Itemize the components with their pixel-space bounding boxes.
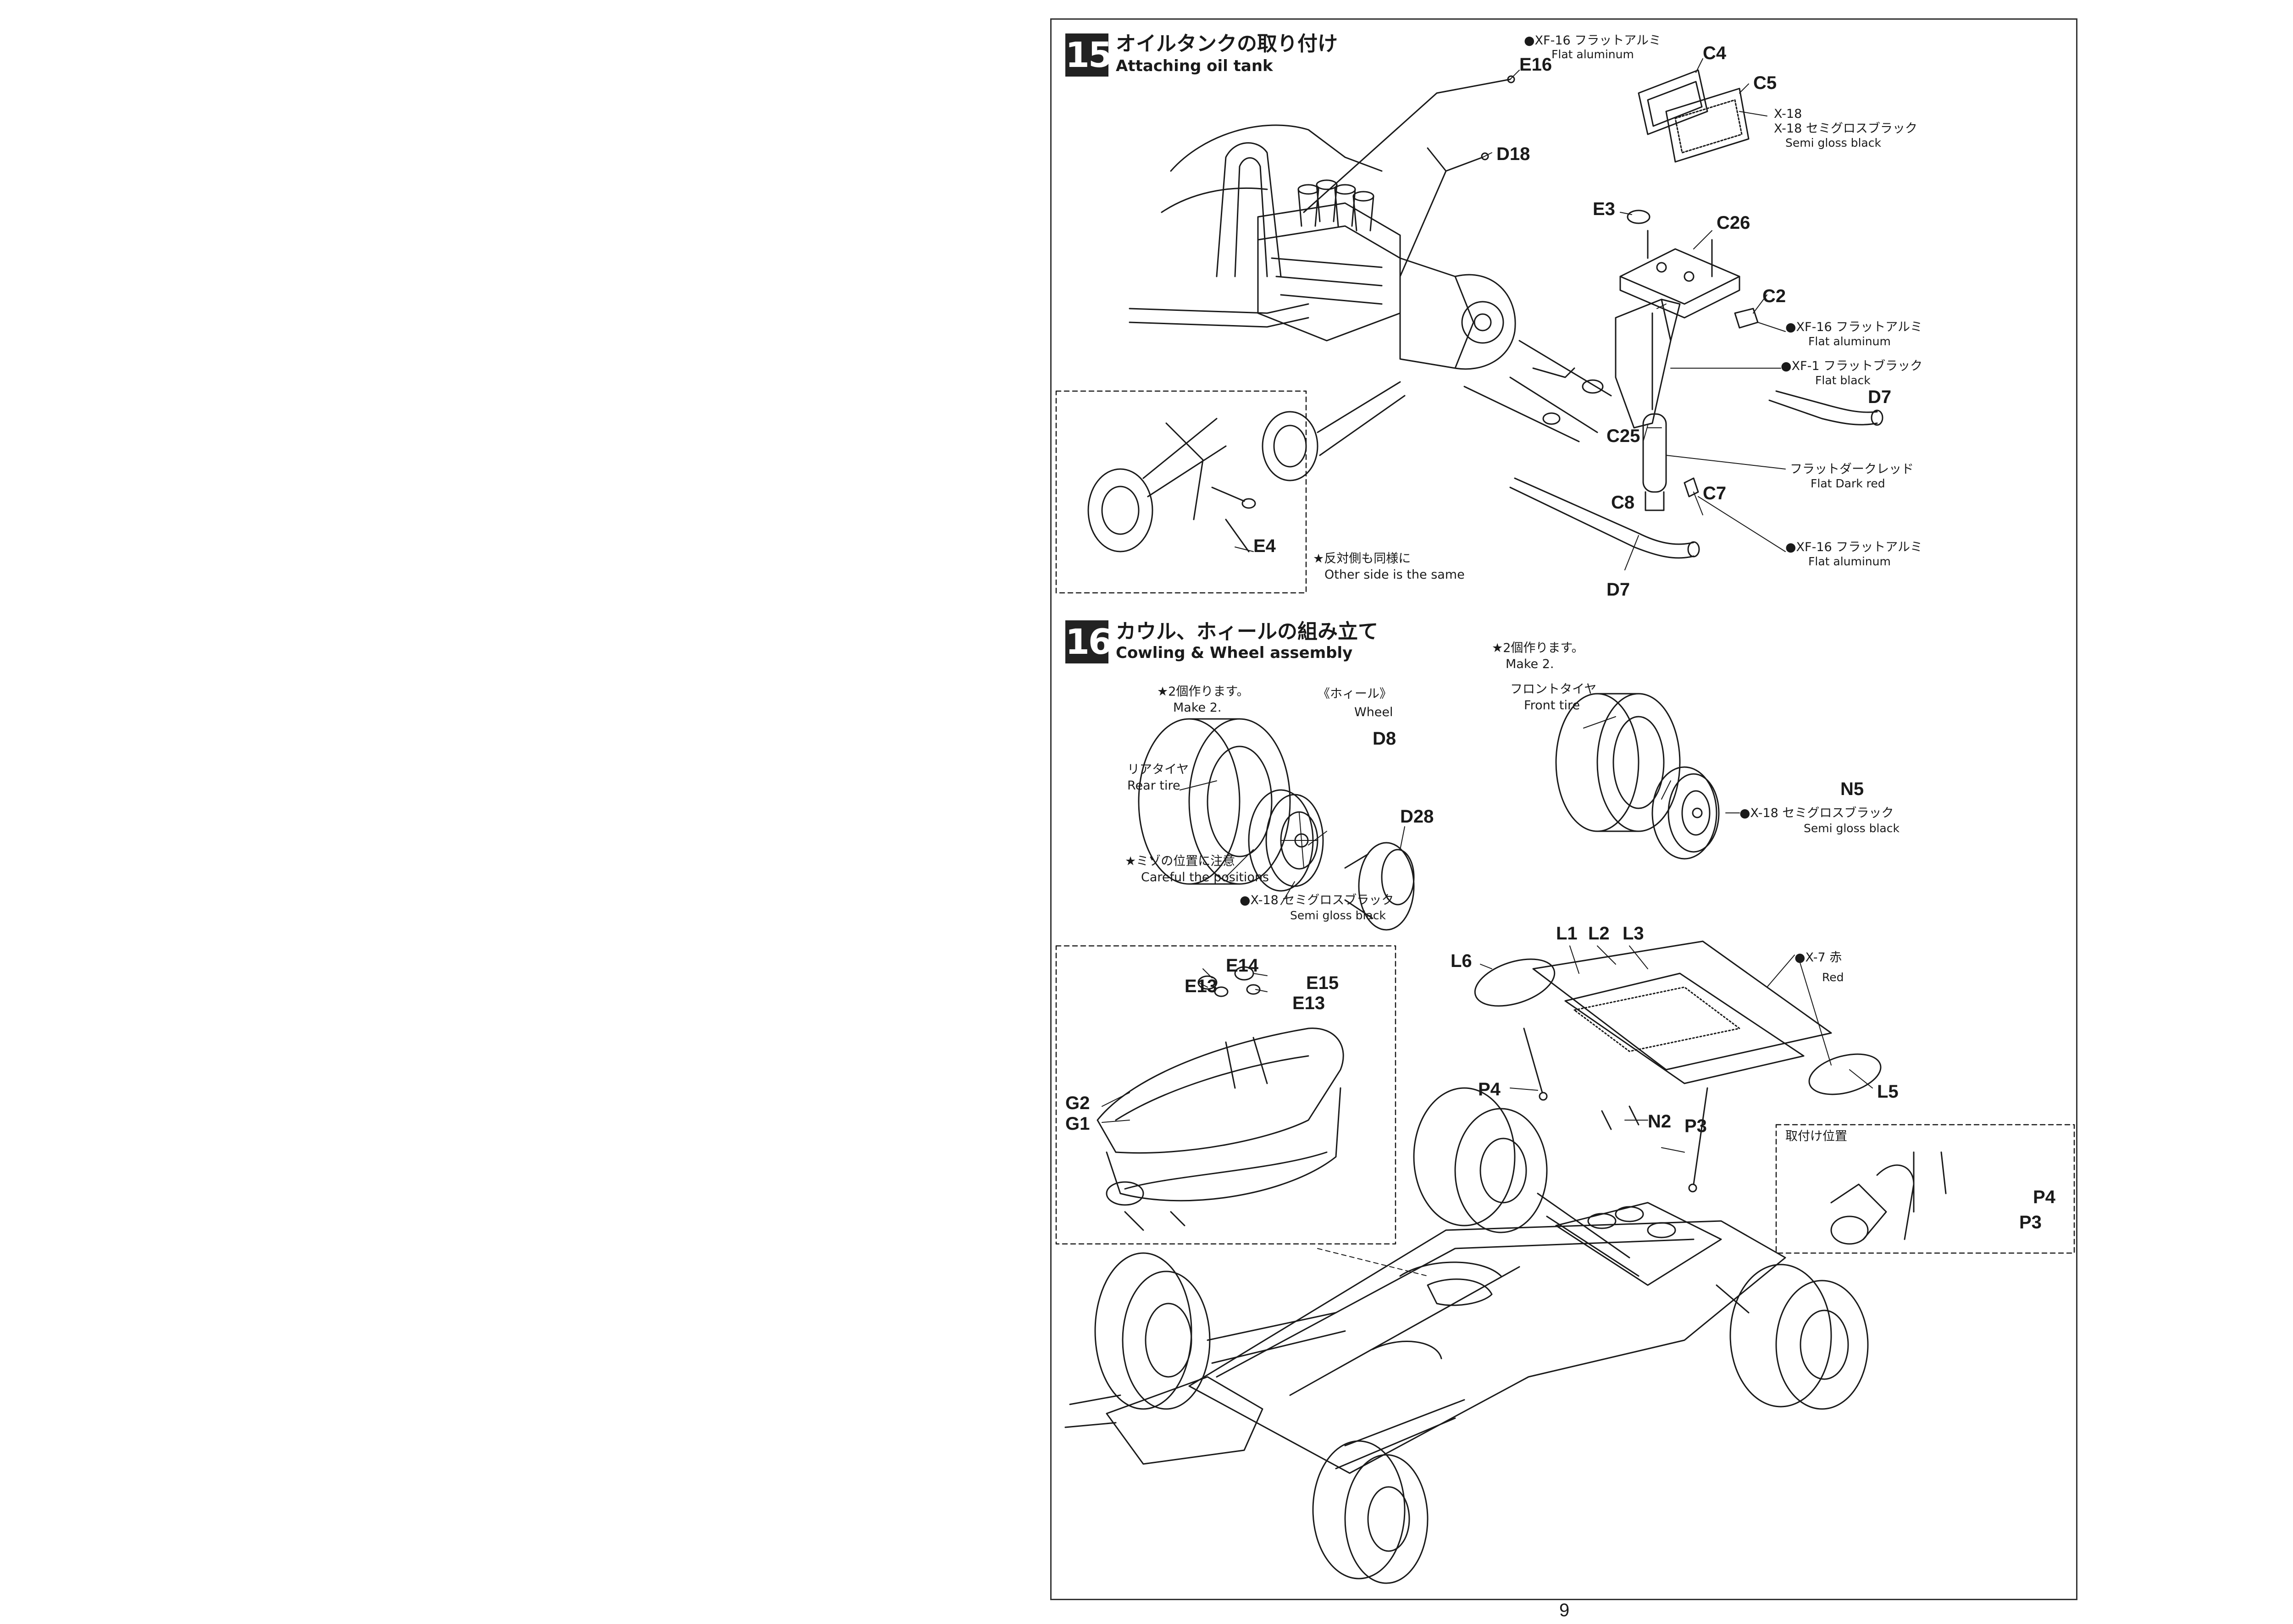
step-15-badge: 15 [1065, 33, 1113, 77]
step15-inset-drawing [1087, 418, 1256, 552]
part-label-n5: N5 [1840, 779, 1864, 799]
front-paint-jp: ●X-18 セミグロスブラック [1739, 806, 1894, 820]
part-label-c4: C4 [1703, 43, 1727, 63]
wheel-heading-jp: 《ホィール》 [1318, 687, 1392, 701]
wing-paint-jp: ●X-7 赤 [1795, 950, 1842, 965]
part-label-d7-upper: D7 [1868, 387, 1892, 407]
part-label-c8: C8 [1611, 492, 1635, 513]
paint-note-x18-jp: X-18 セミグロスブラック [1774, 122, 1917, 136]
careful-positions-jp: ★ミゾの位置に注意 [1125, 854, 1235, 868]
paint-note-xf1: ●XF-1 フラットブラック [1781, 359, 1923, 373]
part-label-c25: C25 [1606, 426, 1640, 446]
paint-note-xf16-1: ●XF-16 フラットアルミ [1524, 33, 1661, 48]
part-label-l3: L3 [1623, 923, 1644, 944]
mount-position-label: 取付け位置 [1785, 1129, 1847, 1143]
front-wheel-drawing [1555, 693, 1720, 860]
paint-note-xf16-3: ●XF-16 フラットアルミ [1785, 540, 1922, 554]
part-label-p4-right: P4 [2033, 1187, 2055, 1207]
paint-note-xf16-3-en: Flat aluminum [1808, 555, 1891, 568]
paint-note-xf16-2: ●XF-16 フラットアルミ [1785, 320, 1922, 334]
part-label-d7-lower: D7 [1606, 580, 1630, 600]
mount-position-drawing [1830, 1151, 1947, 1245]
part-label-l1: L1 [1556, 923, 1578, 944]
part-label-e13-right: E13 [1292, 993, 1325, 1013]
careful-positions-en: Careful the positions [1141, 870, 1269, 884]
other-side-note-en: Other side is the same [1324, 568, 1465, 582]
step15-chassis-drawing [1129, 75, 1612, 481]
wing-drawing [1474, 940, 1882, 1095]
part-label-e16: E16 [1519, 55, 1552, 75]
part-label-l2: L2 [1588, 923, 1610, 944]
part-label-g2: G2 [1065, 1093, 1090, 1113]
part-label-c5: C5 [1753, 73, 1777, 93]
step-16-badge: 16 [1065, 620, 1113, 663]
other-side-note-jp: ★反対側も同様に [1313, 552, 1411, 566]
wing-paint-en: Red [1822, 971, 1844, 984]
paint-note-xf16-2-en: Flat aluminum [1808, 335, 1891, 348]
front-tire-en: Front tire [1524, 698, 1580, 713]
step-15-title-jp: オイルタンクの取り付け [1116, 32, 1338, 55]
step-15-title-en: Attaching oil tank [1116, 57, 1273, 75]
paint-note-x18-en: Semi gloss black [1785, 136, 1881, 149]
rear-paint-jp: ●X-18 セミグロスブラック [1240, 893, 1394, 907]
page-number: 9 [1559, 1600, 1570, 1620]
step-16-title-jp: カウル、ホィールの組み立て [1116, 620, 1378, 643]
full-car-drawing [1064, 1087, 1869, 1584]
part-label-p3-left: P3 [1684, 1116, 1707, 1136]
suspension-parts-drawing [1523, 1027, 1708, 1193]
part-label-l6: L6 [1451, 951, 1472, 971]
part-label-d8: D8 [1373, 729, 1396, 749]
front-paint-en: Semi gloss black [1804, 822, 1900, 835]
part-label-e14: E14 [1226, 956, 1259, 976]
part-label-d28: D28 [1400, 806, 1434, 827]
part-label-g1: G1 [1065, 1114, 1090, 1134]
part-label-e13-left: E13 [1185, 976, 1218, 996]
part-label-c7: C7 [1703, 483, 1727, 503]
part-label-l5: L5 [1877, 1082, 1899, 1102]
paint-note-x18-code: X-18 [1774, 107, 1802, 121]
front-tire-jp: フロントタイヤ [1510, 682, 1597, 696]
wheel-heading-en: Wheel [1354, 705, 1393, 719]
part-label-c2: C2 [1762, 286, 1786, 306]
rear-tire-jp: リアタイヤ [1127, 762, 1189, 777]
part-label-n2: N2 [1648, 1111, 1672, 1132]
instruction-page: 15 オイルタンクの取り付け Attaching oil tank ●XF-16… [1050, 18, 2077, 1600]
paint-note-flat-dark-red: フラットダークレッド [1790, 462, 1914, 476]
part-label-p4-left: P4 [1478, 1079, 1501, 1099]
rear-wheel-drawing [1138, 718, 1415, 931]
paint-note-flat-dark-red-en: Flat Dark red [1811, 477, 1885, 490]
paint-note-xf1-en: Flat black [1815, 374, 1871, 387]
part-label-e15: E15 [1306, 973, 1339, 993]
rear-paint-en: Semi gloss black [1290, 909, 1386, 922]
rear-tire-en: Rear tire [1127, 779, 1180, 793]
front-make2-en: Make 2. [1506, 657, 1554, 671]
part-label-c26: C26 [1717, 213, 1750, 233]
rear-make2-en: Make 2. [1173, 701, 1222, 715]
cowling-drawing [1097, 966, 1344, 1231]
oil-tank-parts [1509, 69, 1883, 559]
part-label-p3-right: P3 [2019, 1212, 2042, 1232]
rear-make2-jp: ★2個作ります。 [1157, 685, 1249, 699]
part-label-e4: E4 [1253, 536, 1276, 556]
part-label-d18: D18 [1496, 144, 1530, 164]
paint-note-xf16-1-en: Flat aluminum [1551, 48, 1634, 61]
assembly-illustrations [1055, 58, 2075, 1584]
step-16-title-en: Cowling & Wheel assembly [1116, 644, 1353, 662]
front-make2-jp: ★2個作ります。 [1492, 641, 1584, 655]
part-label-e3: E3 [1593, 199, 1615, 219]
